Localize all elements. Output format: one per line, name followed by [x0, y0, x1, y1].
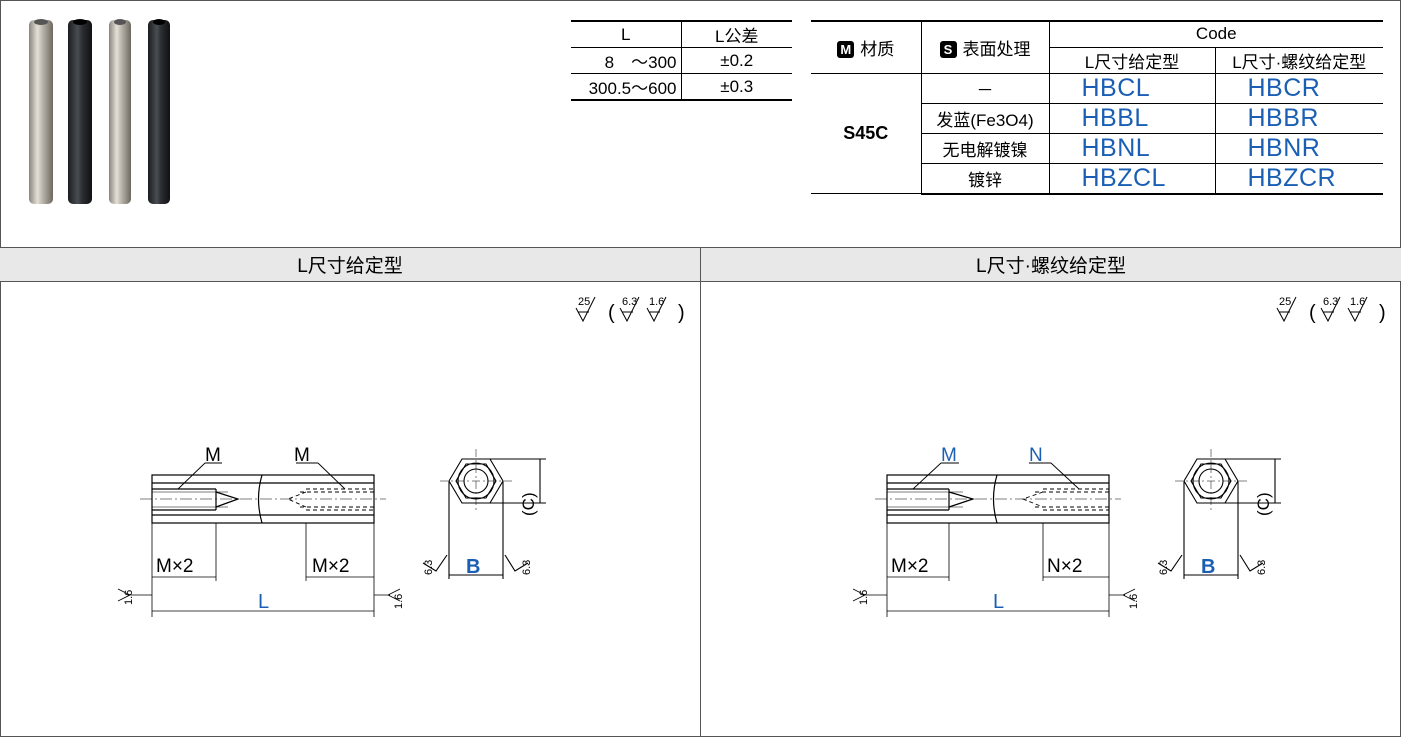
product-photo: [29, 19, 170, 204]
svg-text:6.3: 6.3: [1158, 560, 1170, 575]
svg-text:1.6: 1.6: [1128, 594, 1140, 609]
material-value: S45C: [811, 72, 922, 194]
roughness-symbol: 25 ( 6.3 1.6 ): [1276, 296, 1386, 324]
code-value: HBCR: [1214, 72, 1383, 104]
svg-text:6.3: 6.3: [1256, 560, 1268, 575]
svg-text:1.6: 1.6: [393, 594, 405, 609]
svg-text:(: (: [1309, 302, 1316, 324]
dim-thread-depth-m: M×2: [891, 556, 929, 577]
dim-thread-depth-b: M×2: [312, 556, 350, 577]
svg-text:): ): [1379, 302, 1386, 324]
surface-value: 无电解镀镍: [921, 132, 1050, 164]
svg-text:1.6: 1.6: [1350, 296, 1365, 308]
dim-thread-depth-a: M×2: [156, 556, 194, 577]
tol-value: ±0.3: [681, 73, 792, 101]
code-value: HBNL: [1048, 132, 1216, 164]
dim-thread-depth-n: N×2: [1047, 556, 1082, 577]
roughness-symbol: 25 ( 6.3 1.6 ): [575, 296, 685, 324]
standoff-steel-1: [29, 19, 53, 204]
type-header-l: L尺寸给定型: [1049, 46, 1216, 74]
thread-label-m2: M: [294, 445, 310, 466]
svg-text:1.6: 1.6: [649, 296, 664, 308]
hex-end-view: [422, 449, 546, 579]
hex-end-view: [1157, 449, 1281, 579]
length-tolerance-table: L L公差 8 ～300 ±0.2 300.5～600 ±0.3: [571, 20, 792, 101]
drawing-l-type: 25 ( 6.3 1.6 ) M M: [117, 296, 685, 617]
material-badge-icon: M: [837, 40, 855, 58]
surface-value: 镀锌: [921, 162, 1050, 195]
section-divider: [700, 247, 701, 737]
standoff-black-2: [148, 19, 170, 204]
svg-text:25: 25: [578, 296, 590, 308]
dim-length: L: [258, 591, 269, 613]
tol-header-l: L: [571, 20, 682, 48]
standoff-steel-2: [109, 19, 131, 204]
dim-length: L: [993, 591, 1004, 613]
dim-hex-corner: (C): [1254, 492, 1273, 516]
svg-text:1.6: 1.6: [858, 590, 870, 605]
tol-header-tol: L公差: [681, 20, 792, 48]
svg-text:6.3: 6.3: [1323, 296, 1338, 308]
thread-label-n: N: [1029, 445, 1043, 466]
svg-text:6.3: 6.3: [423, 560, 435, 575]
type-header-lr: L尺寸·螺纹给定型: [1214, 46, 1383, 74]
tol-value: ±0.2: [681, 47, 792, 74]
section-title-lr-type: L尺寸·螺纹给定型: [701, 247, 1401, 282]
standoff-side-view: [140, 474, 386, 524]
section-title-l-type: L尺寸给定型: [0, 247, 701, 282]
dim-hex-corner: (C): [519, 492, 538, 516]
svg-text:1.6: 1.6: [123, 590, 135, 605]
svg-text:6.3: 6.3: [521, 560, 533, 575]
standoff-black-1: [68, 19, 92, 204]
drawing-lr-type: 25 ( 6.3 1.6 ) M N: [852, 296, 1386, 617]
code-value: HBBL: [1048, 102, 1216, 134]
code-value: HBZCR: [1214, 162, 1383, 195]
code-value: HBBR: [1214, 102, 1383, 134]
code-value: HBNR: [1214, 132, 1383, 164]
svg-text:(: (: [608, 302, 615, 324]
surface-badge-icon: S: [939, 40, 957, 58]
surface-value: 发蓝(Fe3O4): [921, 102, 1050, 134]
svg-text:25: 25: [1279, 296, 1291, 308]
thread-label-m1: M: [205, 445, 221, 466]
code-value: HBCL: [1048, 72, 1216, 104]
standoff-side-view: [875, 474, 1121, 524]
svg-text:): ): [678, 302, 685, 324]
dim-hex-width: B: [1201, 556, 1215, 578]
surface-value: －: [920, 72, 1050, 104]
svg-text:6.3: 6.3: [622, 296, 637, 308]
thread-label-m: M: [941, 445, 957, 466]
code-header: Code: [1048, 20, 1383, 48]
tol-range: 300.5～600: [571, 73, 682, 101]
dim-hex-width: B: [466, 556, 480, 578]
tol-range: 8 ～300: [571, 47, 682, 74]
code-value: HBZCL: [1048, 162, 1216, 195]
